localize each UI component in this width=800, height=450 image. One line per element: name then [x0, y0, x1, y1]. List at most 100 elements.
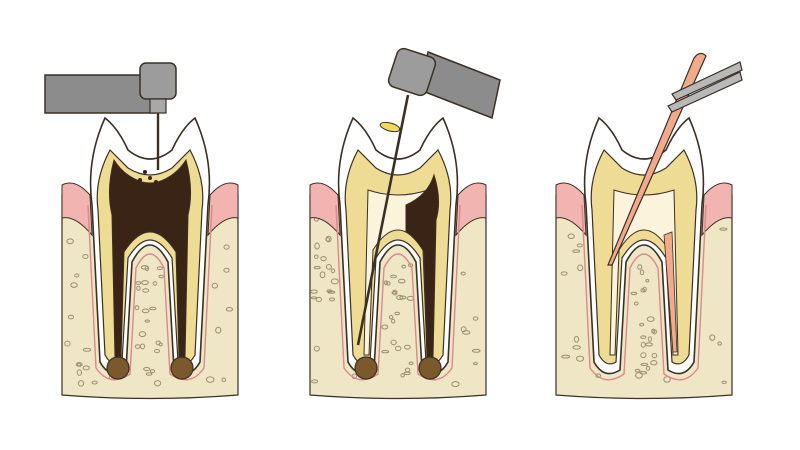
abscess	[354, 356, 378, 380]
bone-pore	[645, 278, 650, 283]
bone-pore	[640, 363, 649, 367]
bone-pore	[572, 249, 581, 253]
bone-pore	[313, 266, 321, 270]
bone-pore	[717, 341, 722, 346]
bone-pore	[576, 243, 583, 248]
bone-pore	[325, 237, 331, 242]
bone-pore	[640, 352, 647, 359]
bone-pore	[721, 380, 727, 384]
bone-pore	[330, 268, 336, 274]
drill-handpiece-icon	[44, 62, 177, 188]
bone-pore	[154, 348, 161, 354]
bone-pore	[471, 348, 481, 353]
bone-pore	[74, 273, 80, 278]
bone-pore	[149, 306, 157, 311]
bone-pore	[77, 380, 85, 387]
bone-pore	[313, 345, 320, 352]
periodontal-ligament	[335, 204, 461, 381]
bone-pore	[460, 326, 467, 333]
bone-pore	[383, 280, 389, 286]
bone-pore	[651, 352, 658, 359]
bone-pore	[82, 365, 90, 371]
bone-pore	[221, 377, 227, 383]
bone-pore	[144, 265, 150, 272]
bone-pore	[328, 297, 336, 302]
bone-pore	[143, 366, 151, 372]
bone-pore	[630, 291, 638, 296]
tooth-panel-2	[309, 116, 487, 400]
bone-pore	[314, 242, 320, 250]
bone-pore	[142, 288, 150, 293]
tooth-panel-1	[61, 116, 239, 400]
bone-pore	[82, 253, 89, 259]
bone-pore	[326, 289, 333, 293]
bone-pore	[223, 244, 230, 250]
bone-pore	[647, 336, 653, 342]
bone-pore	[310, 289, 318, 294]
gum-left	[309, 182, 341, 237]
gum-right	[455, 182, 487, 237]
bone-pore	[404, 367, 411, 373]
bone-pore	[451, 381, 460, 388]
bone-pore	[392, 289, 398, 296]
gum-left	[555, 182, 587, 237]
gutta-percha-point	[663, 231, 678, 353]
rubber-stopper	[379, 121, 401, 133]
bone-pore	[91, 380, 98, 385]
debris-particle	[148, 176, 152, 180]
bone-pore	[652, 329, 657, 335]
bone-pore	[76, 369, 82, 376]
bone-pore	[640, 335, 647, 339]
bone-pore	[76, 363, 82, 367]
bone-pore	[639, 269, 645, 276]
gum-right	[701, 182, 733, 237]
periodontal-ligament	[581, 204, 707, 381]
bone-pore	[561, 354, 571, 359]
bone-pore	[135, 281, 142, 285]
bone-pore	[560, 271, 568, 276]
bone-pore	[153, 380, 162, 387]
gum-left	[61, 182, 93, 237]
tooth-panel-3	[555, 116, 733, 400]
bone-pore	[400, 373, 405, 378]
bone-pore	[141, 280, 149, 285]
bone-pore	[394, 311, 400, 316]
endodontic-file	[356, 94, 410, 346]
bone-pore	[223, 267, 230, 273]
bone-pore	[404, 344, 411, 350]
decayed-pulp	[405, 173, 440, 359]
bone-pore	[572, 345, 581, 350]
bone-pore	[313, 254, 319, 259]
bone-pore	[394, 345, 402, 352]
bone-pore	[320, 256, 327, 262]
tweezers-gutta-percha-icon	[607, 52, 743, 266]
bone-pore	[573, 336, 580, 343]
bone-pore	[473, 362, 478, 366]
bone-pore	[637, 264, 643, 270]
handpiece-body	[44, 74, 156, 114]
bone-pore	[315, 296, 322, 303]
bone-pore	[396, 294, 404, 301]
tweezer-arm	[667, 71, 743, 113]
bone-pore	[149, 369, 156, 374]
debris-particle	[145, 184, 149, 188]
bone-pore	[576, 355, 585, 362]
bone-pore	[138, 331, 147, 337]
abscess	[106, 356, 130, 380]
bone-pore	[144, 319, 150, 323]
bone-pore	[401, 264, 406, 269]
bone-pore	[66, 238, 74, 245]
bone-pore	[381, 349, 390, 354]
bone-pore	[211, 282, 219, 289]
debris-particle	[138, 178, 142, 182]
bone-pore	[460, 271, 466, 276]
bone-pore	[385, 281, 391, 286]
bone-pore	[709, 334, 716, 341]
bone-pore	[472, 316, 479, 321]
bone-pore	[650, 360, 658, 366]
handpiece-head	[139, 62, 177, 100]
bone-pore	[82, 347, 92, 352]
bone-pore	[64, 340, 71, 347]
bone-pore	[215, 326, 222, 334]
bone-pore	[390, 274, 397, 279]
